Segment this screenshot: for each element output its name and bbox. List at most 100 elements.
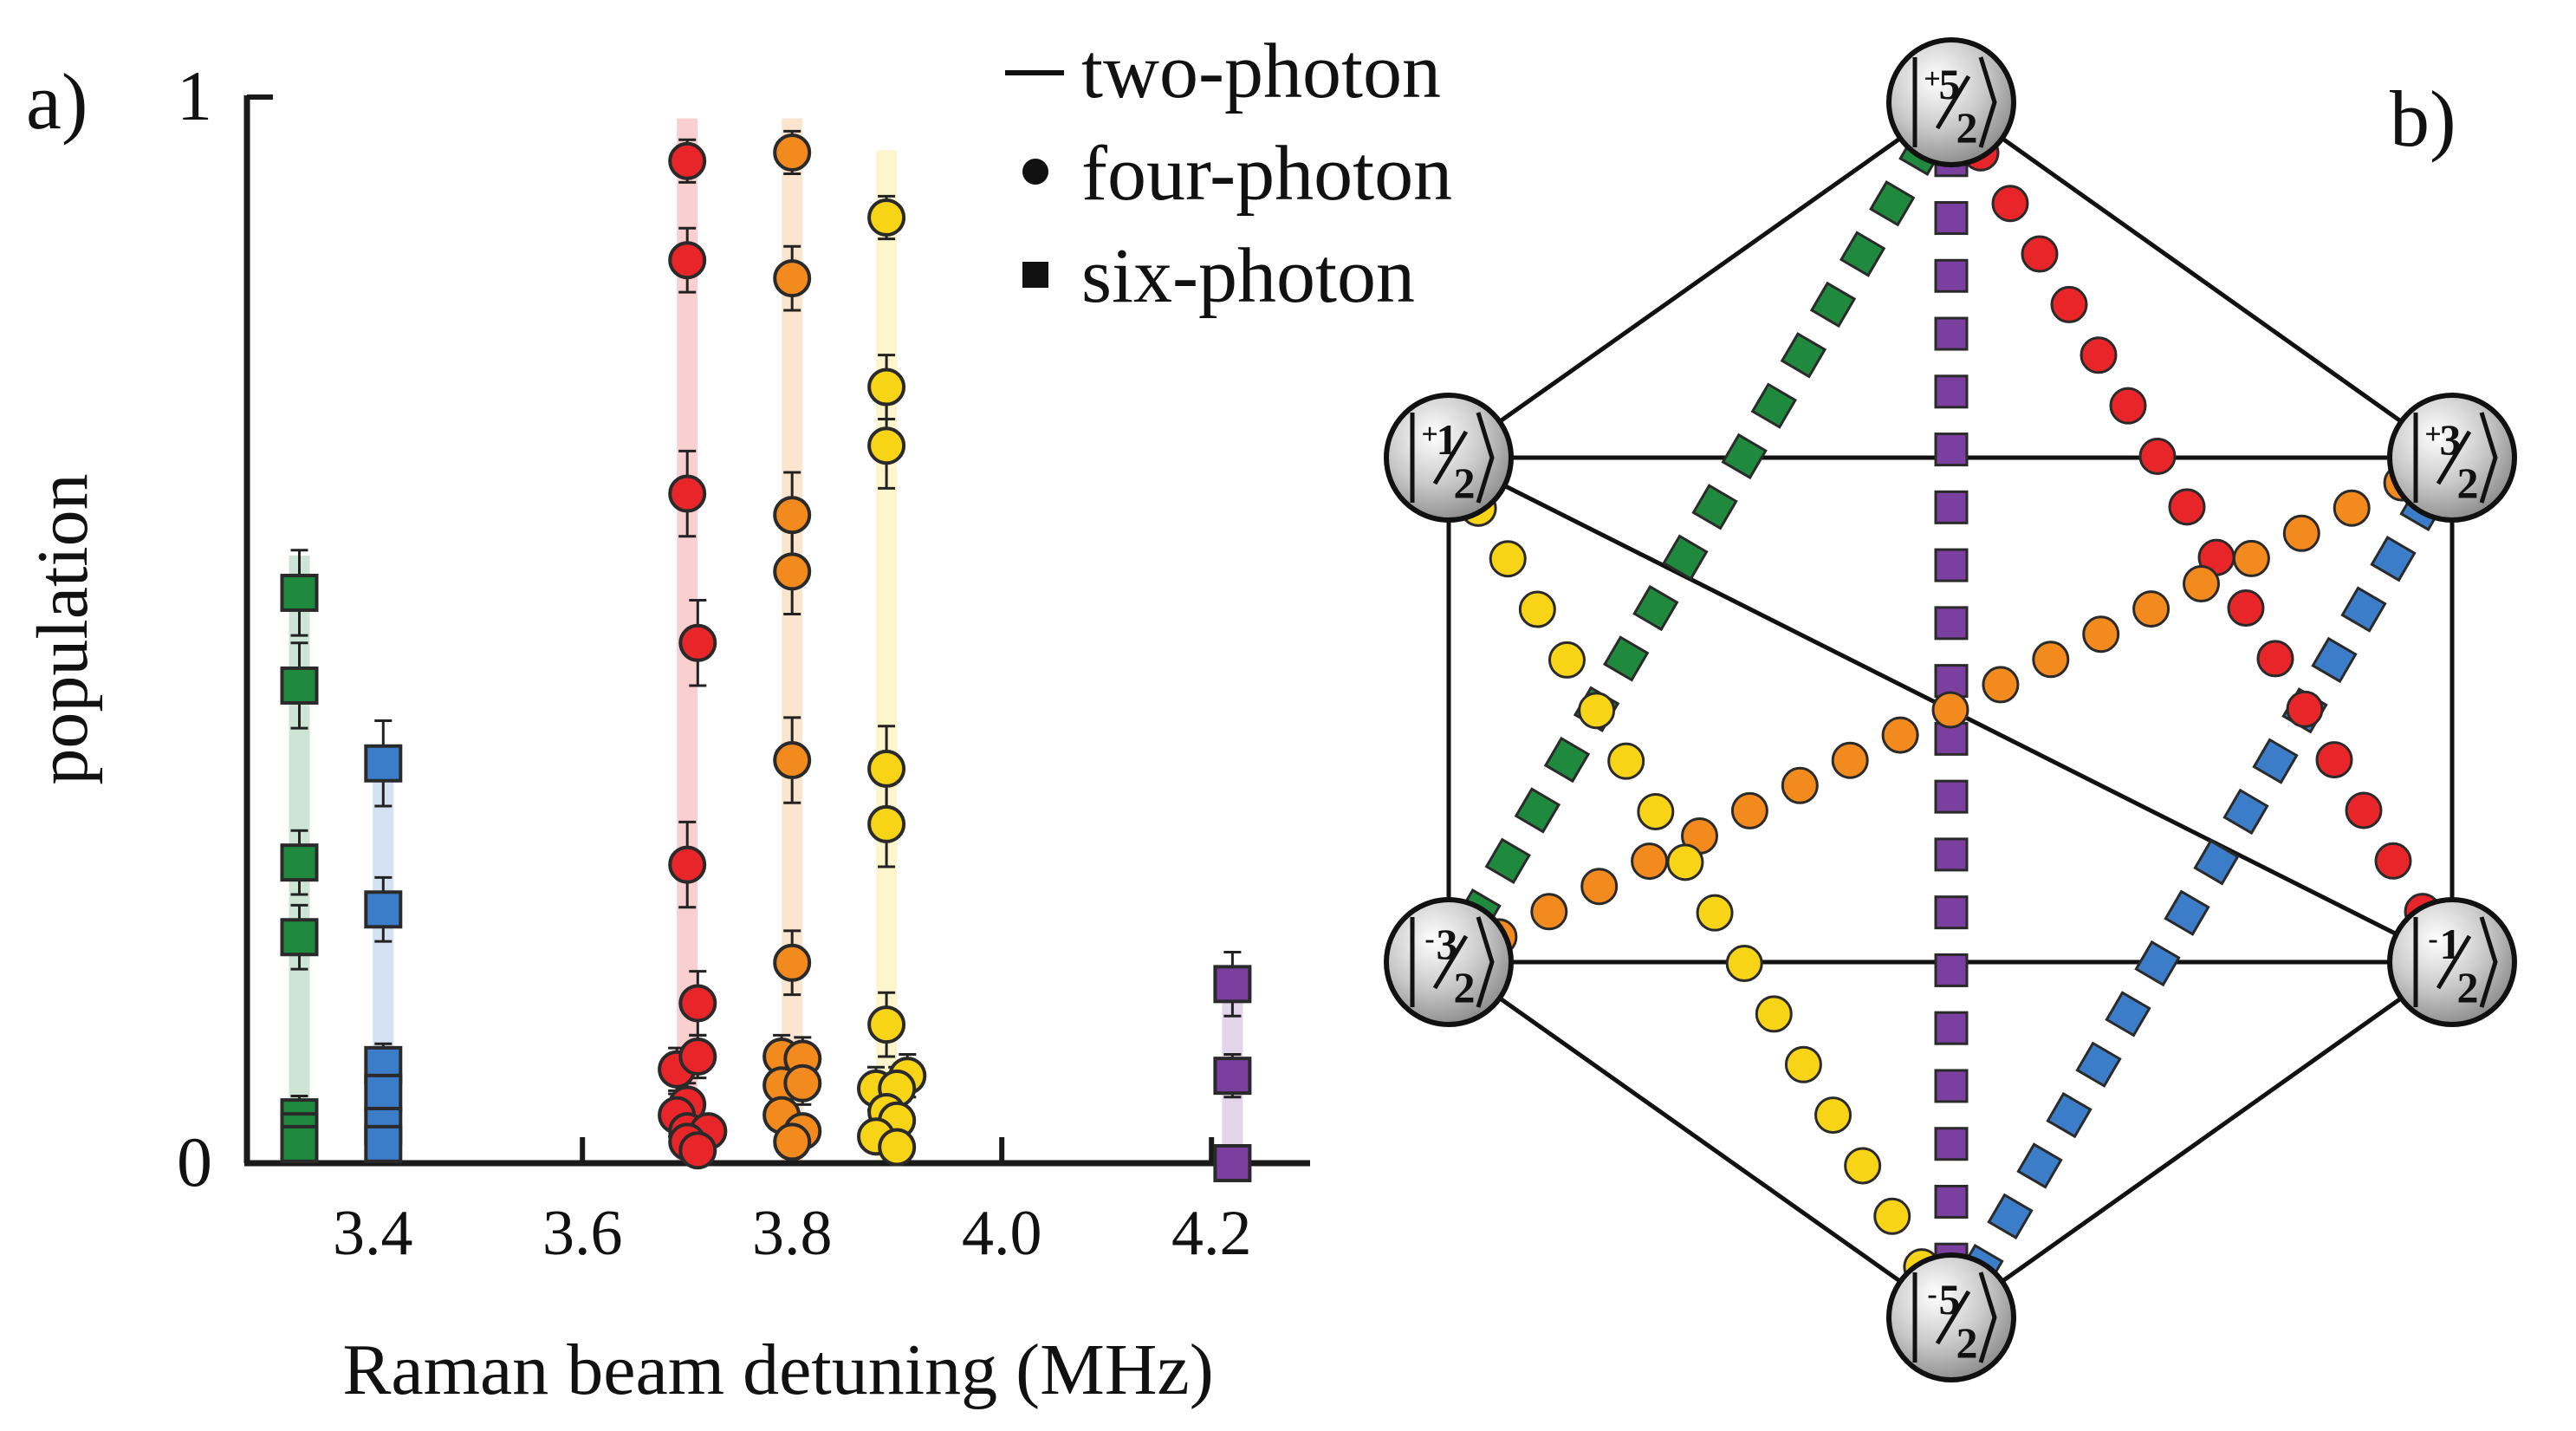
path-square-marker [2016, 1142, 2063, 1189]
path-circle-marker [1548, 641, 1586, 679]
path-circle-marker [2345, 791, 2383, 829]
data-point-circle [678, 1131, 717, 1170]
path-square-marker [2046, 1091, 2093, 1139]
y-tick-label: 0 [177, 1122, 212, 1201]
path-square-marker [1721, 433, 1768, 480]
path-square-marker [1839, 231, 1886, 277]
path-square-marker [1809, 281, 1857, 328]
data-point-circle [668, 241, 707, 280]
path-circle-marker [1725, 945, 1763, 983]
state-numerator: 1 [2440, 920, 2462, 968]
data-point-square [1213, 1144, 1252, 1182]
state-denominator: 2 [1956, 103, 1978, 152]
data-point-circle [867, 749, 906, 788]
legend-label: four-photon [1081, 131, 1452, 217]
data-point-circle [668, 474, 707, 513]
data-point-square [364, 890, 403, 929]
data-point-circle [773, 552, 812, 591]
path-circle-marker [2168, 488, 2206, 526]
state-sign: + [1924, 63, 1940, 95]
path-square-marker [1934, 258, 1969, 293]
y-tick-label: 1 [177, 56, 212, 135]
state-denominator: 2 [1454, 963, 1476, 1011]
panel-b-diagram: b) +52+12+32-32-12-52 [1384, 37, 2517, 1382]
data-point-circle [773, 943, 812, 982]
data-point-square [280, 918, 319, 957]
path-circle-marker [1666, 843, 1704, 881]
path-square-marker [2134, 940, 2181, 987]
data-point-square [280, 843, 319, 882]
fraction-slash [1935, 75, 1971, 130]
path-square-marker [1484, 837, 1531, 884]
path-square-marker [1987, 1193, 2034, 1239]
state-sign: + [1421, 419, 1437, 451]
data-point-circle [668, 141, 707, 180]
state-node-p52: +52 [1886, 37, 2016, 167]
state-sign: - [1927, 1278, 1937, 1311]
path-circle-marker [2132, 590, 2170, 628]
path-circle-marker [2050, 285, 2088, 323]
data-point-circle [773, 1122, 812, 1161]
path-circle-marker [2021, 235, 2059, 273]
state-sign: + [2424, 419, 2441, 451]
path-circle-marker [1831, 741, 1869, 779]
state-numerator: 5 [1939, 1275, 1961, 1324]
path-circle-marker [2032, 641, 2070, 679]
edge-p52-p32 [1950, 100, 2454, 460]
path-square-marker [1934, 953, 1969, 987]
path-circle-marker [1631, 842, 1669, 881]
edge-m12-m52 [1950, 959, 2454, 1320]
x-tick-label: 3.6 [542, 1198, 623, 1269]
path-square-marker [2193, 839, 2240, 886]
data-point-square [280, 573, 319, 612]
path-circle-marker [2315, 741, 2353, 779]
path-square-marker [2164, 889, 2210, 936]
ket-angle [1476, 412, 1495, 504]
path-square-marker [1934, 374, 1969, 409]
state-numerator: 1 [1437, 415, 1458, 464]
path-circle-marker [1637, 792, 1675, 830]
fraction-slash [1432, 430, 1469, 485]
data-point-square [364, 1073, 403, 1112]
state-denominator: 2 [1454, 459, 1476, 507]
path-square-marker [1934, 433, 1969, 467]
path-circle-marker [2333, 489, 2371, 527]
path-circle-marker [1991, 185, 2029, 223]
path-square-marker [1934, 1069, 1969, 1103]
state-node-p32: +32 [2387, 393, 2517, 523]
fraction-slash [2436, 934, 2472, 990]
data-point-circle [773, 741, 812, 780]
path-circle-marker [1784, 1045, 1822, 1083]
data-point-circle [668, 845, 707, 884]
path-circle-marker [2227, 589, 2265, 628]
fraction-slash [2436, 430, 2472, 485]
data-point-circle [878, 1128, 917, 1167]
data-point-circle [773, 259, 812, 298]
state-node-m52: -52 [1886, 1252, 2016, 1382]
path-square-marker [2252, 738, 2299, 784]
path-circle-marker [1881, 716, 1919, 754]
x-tick-label: 4.0 [962, 1198, 1042, 1269]
x-tick-label: 3.4 [333, 1198, 413, 1269]
path-circle-marker [1518, 590, 1556, 628]
ket-angle [1476, 916, 1495, 1008]
path-circle-marker [2374, 842, 2412, 880]
data-point-circle [867, 804, 906, 843]
path-square-marker [1869, 180, 1916, 227]
edge-m32-m52 [1447, 959, 1953, 1320]
state-sign: - [1424, 923, 1434, 955]
path-square-marker [1662, 534, 1709, 581]
data-point-circle [678, 623, 717, 662]
data-point-circle [783, 1063, 822, 1103]
x-tick-label: 4.2 [1171, 1198, 1252, 1269]
state-denominator: 2 [1956, 1318, 1978, 1367]
y-axis-label: population [23, 473, 103, 784]
state-numerator: 3 [2440, 415, 2462, 464]
path-square-marker [1691, 484, 1738, 530]
ket-angle [1978, 56, 1997, 148]
state-nodes: +52+12+32-32-12-52 [1384, 37, 2517, 1382]
